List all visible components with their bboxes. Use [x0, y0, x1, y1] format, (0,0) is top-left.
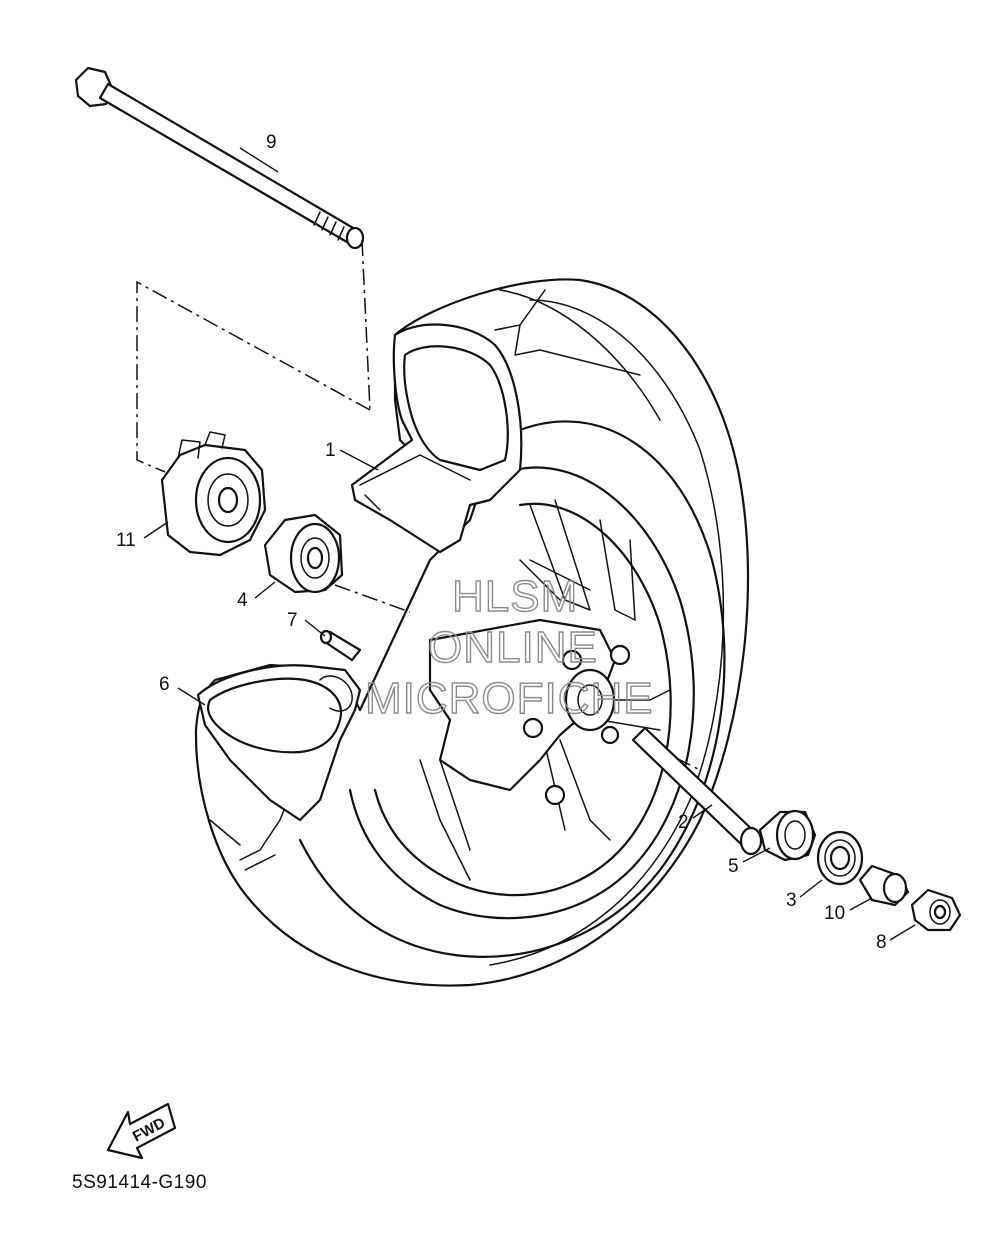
collar-10-end: [882, 872, 908, 904]
diagram-reference-code: 5S91414-G190: [72, 1172, 207, 1193]
hub-bolt-2: [609, 644, 631, 666]
gear-unit-ring: [207, 473, 249, 527]
tire-sidewall-inner: [298, 420, 726, 958]
leader-9: [239, 147, 279, 173]
leader-10: [849, 897, 873, 911]
watermark-line-2: ONLINE: [428, 623, 598, 672]
axle-bolt-part-9: [74, 66, 365, 250]
leader-11: [143, 521, 169, 539]
axle-end: [345, 226, 365, 250]
assembly-line-box: [136, 280, 371, 473]
fork-upper-inner: [359, 454, 471, 511]
gear-unit-bore: [217, 486, 239, 514]
leader-1: [339, 449, 379, 471]
wheel-hub: [428, 618, 631, 806]
fork-upper-opening: [403, 345, 509, 472]
bearing-4-race: [300, 537, 330, 579]
hub-bolt-4: [544, 784, 566, 806]
callout-8: 8: [876, 932, 887, 953]
callout-6: 6: [159, 674, 170, 695]
wheel-spoke-3: [519, 559, 591, 601]
bearing-4-bore: [306, 546, 324, 570]
tire-tread-groove: [494, 289, 641, 376]
callout-numbers: 9 1 11 4 7 6 2 5 3 10 8: [116, 132, 887, 953]
wheel-spoke-1: [529, 499, 591, 611]
hub-bolt-5: [600, 725, 620, 745]
callout-11: 11: [116, 530, 136, 551]
hub-bolt-3: [522, 717, 544, 739]
meter-gear-part-11: [160, 431, 267, 557]
callout-3: 3: [786, 890, 797, 911]
hub-bolt-1: [561, 649, 583, 671]
leader-3: [799, 879, 823, 898]
leader-4: [254, 581, 276, 599]
callout-leaders: [143, 147, 916, 941]
forward-direction-indicator: FWD: [106, 1102, 177, 1160]
fwd-arrow-icon: [106, 1102, 177, 1160]
collar-part-10: [858, 864, 910, 907]
wheel-spoke-2: [599, 519, 636, 621]
leader-2: [692, 804, 713, 819]
watermark-line-1: HLSM: [452, 572, 578, 621]
nut-8-face: [929, 899, 951, 925]
watermark-line-3: MICROFICHE: [365, 674, 654, 723]
wheel-spoke-6: [599, 689, 671, 731]
oil-seal-part-3: [816, 830, 864, 886]
oil-seal-3-bore: [829, 845, 851, 871]
oil-seal-3-lip: [824, 839, 856, 877]
leader-6: [177, 687, 206, 706]
wheel-spoke-5: [419, 759, 471, 881]
pin-part-7: [319, 629, 362, 662]
fork-upper-bracket: [350, 323, 523, 554]
axle-thread: [313, 211, 345, 241]
watermark: HLSM ONLINE MICROFICHE: [364, 571, 654, 723]
callout-1: 1: [325, 440, 336, 461]
fork-lower-part-6: [196, 664, 362, 822]
spacer-2-end: [739, 826, 763, 856]
gear-unit-tabs: [177, 431, 226, 459]
hub-bore: [577, 684, 603, 716]
assembly-line-axle-upper: [361, 239, 371, 411]
tire-tread-band-2: [499, 289, 661, 421]
callout-2: 2: [678, 812, 689, 833]
tire-tread-band: [489, 299, 725, 966]
callout-10: 10: [824, 903, 845, 924]
leader-5: [742, 847, 771, 863]
nut-part-8: [910, 888, 962, 932]
axle-shaft: [98, 82, 362, 247]
leader-7: [304, 619, 326, 637]
callout-9: 9: [266, 132, 277, 153]
spacer-part-2: [631, 726, 763, 856]
nut-8-bore: [933, 904, 947, 920]
rim-inner: [373, 502, 672, 897]
bearing-5-bore: [784, 820, 806, 850]
callout-7: 7: [287, 610, 298, 631]
bearing-part-4: [263, 513, 344, 594]
hub-bearing-seat: [564, 668, 616, 732]
fork-lower-detail: [319, 675, 353, 712]
leader-8: [889, 924, 916, 941]
fork-lower-opening: [206, 677, 343, 754]
fork-upper-part-1: [350, 323, 523, 554]
bearing-part-5: [758, 809, 817, 862]
bearing-5-face: [775, 809, 815, 861]
pin-7-end: [319, 629, 333, 645]
fork-lower-bracket: [196, 664, 362, 822]
callout-4: 4: [237, 590, 248, 611]
callout-5: 5: [728, 856, 739, 877]
rim-outer: [348, 466, 695, 920]
